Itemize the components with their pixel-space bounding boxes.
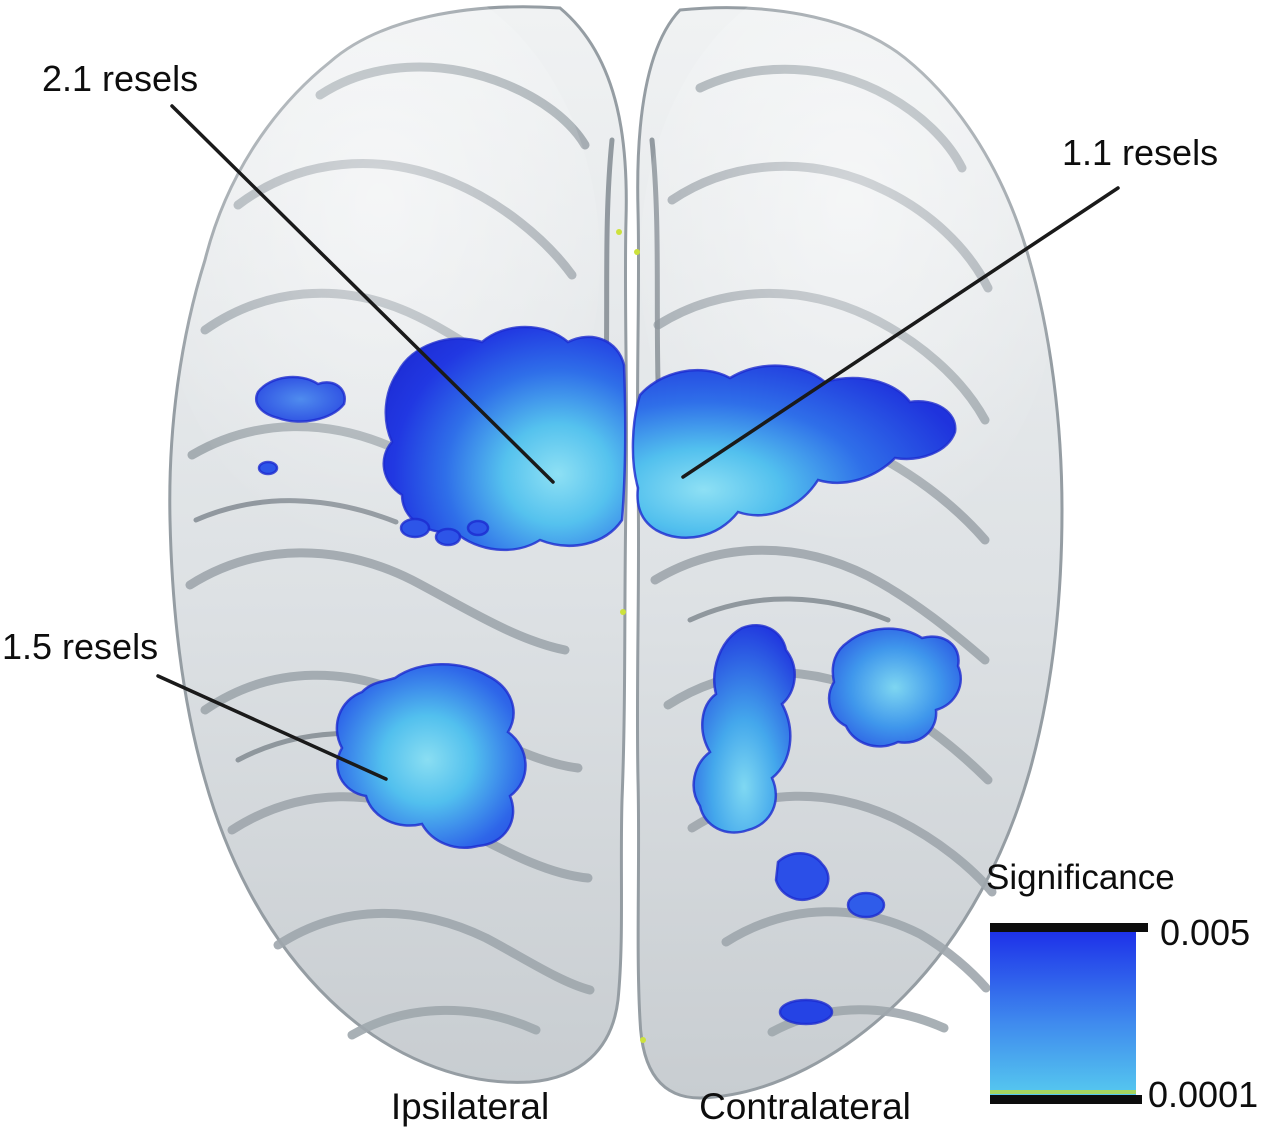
leader-line-1-5-resels (156, 674, 388, 781)
significance-colorbar (990, 928, 1136, 1100)
annotation-label-1-5-resels: 1.5 resels (2, 626, 159, 667)
legend-title: Significance (986, 858, 1175, 897)
colorbar-tick-top (990, 923, 1148, 932)
leader-line-1-1-resels (681, 186, 1120, 479)
legend-min-value: 0.0001 (1148, 1074, 1259, 1115)
annotation-label-1-1-resels: 1.1 resels (1062, 132, 1219, 173)
midline-speckles (616, 229, 646, 1043)
activation-blobs-right (631, 364, 962, 1026)
leader-lines (156, 104, 1120, 781)
colorbar-tick-bottom (990, 1095, 1142, 1104)
hemisphere-label-contralateral: Contralateral (699, 1086, 911, 1127)
annotation-label-2-1-resels: 2.1 resels (42, 58, 199, 99)
hemisphere-label-ipsilateral: Ipsilateral (390, 1086, 550, 1127)
activation-blobs-left (255, 325, 627, 849)
colorbar-green-line (990, 1090, 1136, 1094)
legend-max-value: 0.005 (1160, 912, 1251, 953)
leader-line-2-1-resels (170, 104, 555, 484)
